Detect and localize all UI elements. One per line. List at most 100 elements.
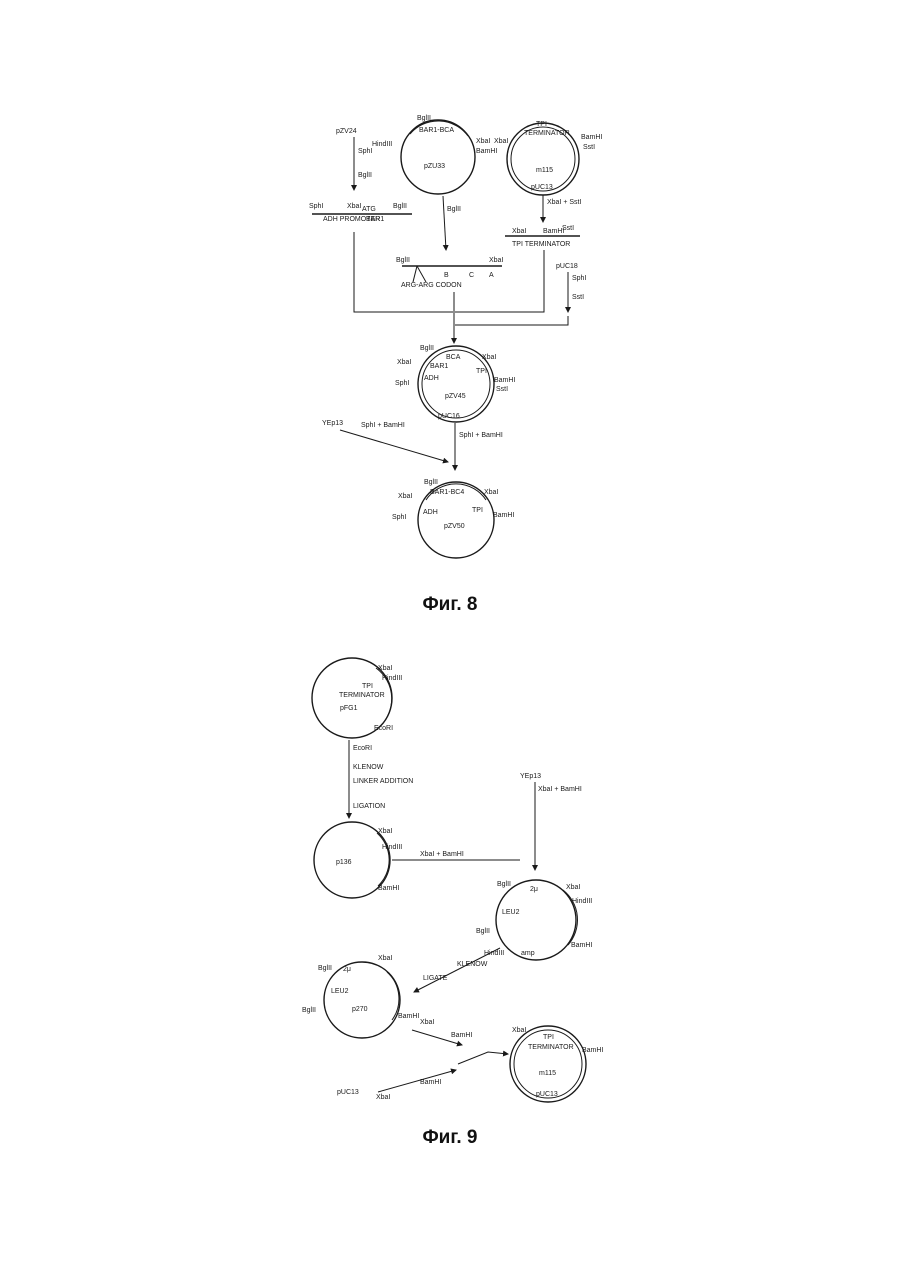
m115-label: m115 xyxy=(539,1070,556,1077)
bglii-label: BglII xyxy=(497,881,511,888)
xbai-label: XbaI xyxy=(482,354,496,361)
two-mu-label: 2μ xyxy=(343,966,351,973)
merge-line-puc18 xyxy=(455,316,568,325)
xbai-label: XbaI xyxy=(512,228,526,235)
xbai-label: XbaI xyxy=(566,884,580,891)
sphi-bamhi-label: SphI + BamHI xyxy=(459,432,503,439)
bglii-label: BglII xyxy=(393,203,407,210)
puc18-label: pUC18 xyxy=(556,263,578,270)
yep13-label: YEp13 xyxy=(520,773,541,780)
vector-process-path: HindIII KLENOW LIGATE xyxy=(414,948,504,992)
leu2-vector-plasmid: BglII 2μ XbaI HindIII LEU2 BglII BamHI a… xyxy=(476,880,592,960)
bglii-label: BglII xyxy=(476,928,490,935)
figure-8-caption: Фиг. 8 xyxy=(350,594,550,616)
ssti-label: SstI xyxy=(583,144,595,151)
sphi-label: SphI xyxy=(395,380,409,387)
pzu33-label: pZU33 xyxy=(424,163,445,170)
bamhi-label: BamHI xyxy=(476,148,497,155)
xbai-label: XbaI xyxy=(512,1027,526,1034)
codon-pointer xyxy=(413,266,417,282)
xbai-label: XbaI xyxy=(347,203,361,210)
domain-c-label: C xyxy=(469,272,474,279)
pfg1-plasmid: XbaI HindIII TPI TERMINATOR pFG1 EcoRI xyxy=(312,658,402,738)
bca-label: BCA xyxy=(446,354,461,361)
leu2-label: LEU2 xyxy=(502,909,520,916)
pzv24-digest-path: pZV24 SphI BglII xyxy=(336,128,372,190)
bamhi-label: BamHI xyxy=(494,377,515,384)
ssti-label: SstI xyxy=(496,386,508,393)
puc13-label: pUC13 xyxy=(531,184,553,191)
bglii-label: BglII xyxy=(396,257,410,264)
bamhi-label: BamHI xyxy=(493,512,514,519)
adh-promoter-fragment: SphI XbaI BglII ATG BAR1 ADH PROMOTER xyxy=(309,203,412,223)
pzu33-bglii-arrow xyxy=(443,196,446,250)
p136-label: p136 xyxy=(336,859,352,866)
pzv45-digest-path: SphI + BamHI YEp13 SphI + BamHI xyxy=(322,420,503,470)
bamhi-label: BamHI xyxy=(420,1079,441,1086)
bglii-label: BglII xyxy=(302,1007,316,1014)
amp-label: amp xyxy=(521,950,535,957)
codon-pointer xyxy=(417,266,426,282)
tpi-label: TPI xyxy=(472,507,483,514)
final-m115-plasmid: XbaI TPI TERMINATOR BamHI m115 pUC13 xyxy=(510,1026,603,1102)
bglii-label: BglII xyxy=(358,172,372,179)
two-mu-label: 2μ xyxy=(530,886,538,893)
figure-9-caption: Фиг. 9 xyxy=(350,1127,550,1149)
adh-label: ADH xyxy=(424,375,439,382)
tpi-label: TPI xyxy=(543,1034,554,1041)
yep13-arrow xyxy=(340,430,448,462)
puc18-digest-path: pUC18 SphI SstI xyxy=(556,263,586,312)
puc13-label: pUC13 xyxy=(337,1089,359,1096)
adh-label: ADH xyxy=(423,509,438,516)
xbai-bamhi-label: XbaI + BamHI xyxy=(538,786,582,793)
m115-plasmid: TPI TERMINATOR XbaI BamHI SstI m115 pUC1… xyxy=(494,121,602,222)
xbai-label: XbaI xyxy=(398,493,412,500)
xbai-label: XbaI xyxy=(378,665,392,672)
puc13-fragment-arrow xyxy=(378,1070,456,1092)
klenow-label: KLENOW xyxy=(457,961,488,968)
figure-9: XbaI HindIII TPI TERMINATOR pFG1 EcoRI E… xyxy=(302,658,603,1102)
atg-label: ATG xyxy=(362,206,376,213)
bar1-bca-label: BAR1-BCA xyxy=(419,127,454,134)
hindiii-label: HindIII xyxy=(484,950,504,957)
xbai-label: XbaI xyxy=(376,1094,390,1101)
p270-label: p270 xyxy=(352,1006,368,1013)
bglii-label: BglII xyxy=(420,345,434,352)
xbai-bamhi-label: XbaI + BamHI xyxy=(420,851,464,858)
xbai-label: XbaI xyxy=(484,489,498,496)
bar1-bc4-label: BAR1-BC4 xyxy=(430,489,464,496)
sphi-label: SphI xyxy=(572,275,586,282)
terminator-label: TERMINATOR xyxy=(524,130,570,137)
terminator-label: TERMINATOR xyxy=(339,692,385,699)
pzu33-plasmid: BglII BAR1-BCA HindIII XbaI BamHI pZU33 xyxy=(372,115,497,194)
tpi-terminator-label: TPI TERMINATOR xyxy=(512,241,570,248)
ecori-label: EcoRI xyxy=(374,725,393,732)
pfg1-process-path: EcoRI KLENOW LINKER ADDITION LIGATION xyxy=(349,740,413,818)
m115-label: m115 xyxy=(536,167,553,174)
tpi-terminator-fragment: XbaI BamHI SstI TPI TERMINATOR xyxy=(505,225,580,248)
hindiii-label: HindIII xyxy=(372,141,392,148)
bglii-label: BglII xyxy=(318,965,332,972)
klenow-label: KLENOW xyxy=(353,764,384,771)
figure-8: pZV24 SphI BglII BglII BAR1-BCA HindIII … xyxy=(309,115,602,558)
pzv45-plasmid: BglII BCA BAR1 XbaI XbaI ADH SphI TPI Ba… xyxy=(395,345,515,422)
xbai-label: XbaI xyxy=(476,138,490,145)
p136-insert xyxy=(377,833,389,886)
sphi-label: SphI xyxy=(309,203,323,210)
merge-line-adh xyxy=(354,232,453,312)
puc16-label: pUC16 xyxy=(438,413,460,420)
p136-plasmid: XbaI HindIII p136 BamHI xyxy=(314,822,402,898)
arg-codon-label: ARG-ARG CODON xyxy=(401,282,462,289)
pzv50-plasmid: BglII BAR1-BC4 XbaI XbaI ADH SphI TPI Ba… xyxy=(392,479,514,558)
puc13-label: pUC13 xyxy=(536,1091,558,1098)
bamhi-label: BamHI xyxy=(451,1032,472,1039)
hindiii-label: HindIII xyxy=(382,675,402,682)
bar1-label: BAR1 xyxy=(430,363,448,370)
bglii-label: BglII xyxy=(447,206,461,213)
bamhi-label: BamHI xyxy=(582,1047,603,1054)
xbai-label: XbaI xyxy=(378,828,392,835)
ligate-label: LIGATE xyxy=(423,975,448,982)
pzv50-label: pZV50 xyxy=(444,523,465,530)
bamhi-label: BamHI xyxy=(571,942,592,949)
